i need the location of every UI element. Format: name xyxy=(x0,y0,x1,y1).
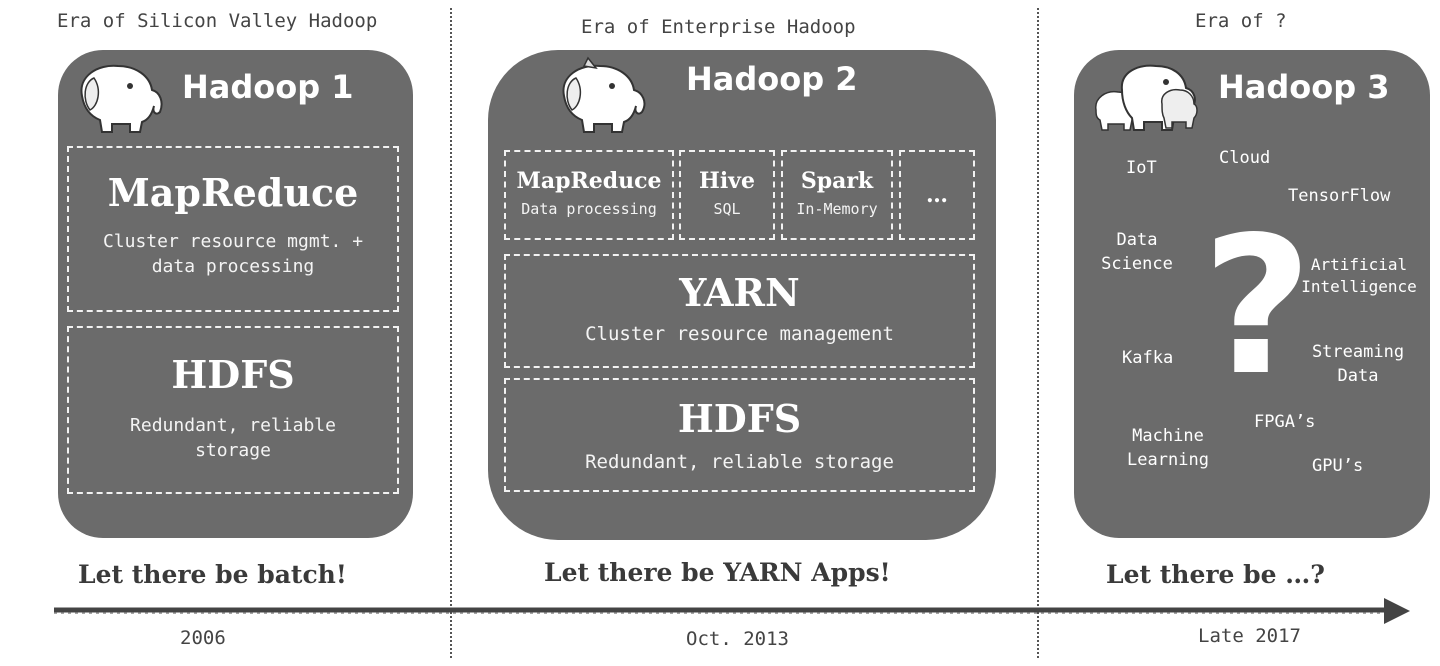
hadoop2-app-sub: SQL xyxy=(713,200,741,218)
hadoop2-app-title: Hive xyxy=(699,168,755,194)
tag-line: Data xyxy=(1116,230,1158,250)
hadoop1-hdfs-title: HDFS xyxy=(171,352,295,397)
tag-line: Science xyxy=(1101,254,1173,274)
tag-line: Learning xyxy=(1127,450,1209,470)
hadoop1-hdfs-line2: storage xyxy=(195,440,271,461)
hadoop2-app-sub: In-Memory xyxy=(796,200,878,218)
hadoop2-app-title: … xyxy=(926,182,948,208)
tag-kafka: Kafka xyxy=(1122,348,1174,368)
hadoop-elephant-icon xyxy=(80,64,163,133)
hadoop2-yarn-sub: Cluster resource management xyxy=(585,323,894,345)
tagline-3: Let there be …? xyxy=(1106,560,1325,589)
hadoop1-title: Hadoop 1 xyxy=(182,68,354,106)
tag-fpga: FPGA’s xyxy=(1254,412,1316,432)
hadoop1-mapreduce-line1: Cluster resource mgmt. + xyxy=(102,231,364,252)
tag-line: Data xyxy=(1337,366,1379,386)
hadoop1-mapreduce-line2: data processing xyxy=(151,256,315,277)
tag-gpu: GPU’s xyxy=(1312,456,1364,476)
tag-iot: IoT xyxy=(1126,158,1157,178)
hadoop2-app-title: Spark xyxy=(800,168,874,194)
hadoop3-title: Hadoop 3 xyxy=(1218,68,1390,106)
tagline-1: Let there be batch! xyxy=(78,560,347,589)
hadoop2-app-mapreduce: MapReduce Data processing xyxy=(504,150,674,240)
hadoop2-app-sub: Data processing xyxy=(521,200,657,218)
hadoop2-hdfs-box: HDFS Redundant, reliable storage xyxy=(504,378,975,492)
hadoop1-hdfs-box: HDFS Redundant, reliable storage xyxy=(67,326,399,494)
hadoop2-app-more: … xyxy=(899,150,975,240)
era-divider-1 xyxy=(450,8,452,658)
tag-data-science: Data Science xyxy=(1094,228,1180,276)
timeline-arrow xyxy=(54,598,1410,624)
tagline-2: Let there be YARN Apps! xyxy=(544,558,891,587)
hadoop1-mapreduce-box: MapReduce Cluster resource mgmt. + data … xyxy=(67,146,399,312)
era-label-3: Era of ? xyxy=(1195,10,1287,32)
tag-line: Streaming xyxy=(1311,342,1405,362)
hadoop2-hdfs-sub: Redundant, reliable storage xyxy=(585,451,894,473)
hadoop-elephant-icon xyxy=(562,56,646,133)
era-label-1: Era of Silicon Valley Hadoop xyxy=(57,10,378,32)
hadoop2-title: Hadoop 2 xyxy=(686,60,858,98)
hadoop2-hdfs-title: HDFS xyxy=(677,396,802,441)
hadoop2-app-hive: Hive SQL xyxy=(679,150,775,240)
hadoop2-card: Hadoop 2 MapReduce Data processing Hive … xyxy=(488,50,996,540)
hadoop2-app-spark: Spark In-Memory xyxy=(781,150,893,240)
hadoop-elephants-icon xyxy=(1095,64,1198,131)
hadoop1-hdfs-line1: Redundant, reliable xyxy=(130,415,336,436)
hadoop2-yarn-box: YARN Cluster resource management xyxy=(504,254,975,368)
tag-streaming-data: Streaming Data xyxy=(1296,340,1420,388)
hadoop3-card: Hadoop 3 ? IoT Cloud TensorFlow Data Sci… xyxy=(1074,50,1430,538)
tag-line: Machine xyxy=(1132,426,1204,446)
era-divider-2 xyxy=(1037,8,1039,658)
hadoop2-yarn-title: YARN xyxy=(679,270,800,315)
hadoop1-card: Hadoop 1 MapReduce Cluster resource mgmt… xyxy=(58,50,413,538)
question-mark: ? xyxy=(1202,196,1313,417)
era-label-2: Era of Enterprise Hadoop xyxy=(581,16,856,38)
tag-line: Artificial xyxy=(1310,255,1408,274)
tag-line: Intelligence xyxy=(1301,277,1417,296)
hadoop1-mapreduce-title: MapReduce xyxy=(107,170,359,215)
hadoop2-app-title: MapReduce xyxy=(516,168,662,194)
tag-machine-learning: Machine Learning xyxy=(1118,424,1218,472)
date-3: Late 2017 xyxy=(1198,625,1301,647)
tag-cloud: Cloud xyxy=(1219,148,1271,168)
tag-tensorflow: TensorFlow xyxy=(1288,186,1391,206)
date-1: 2006 xyxy=(180,627,226,649)
tag-ai: Artificial Intelligence xyxy=(1296,254,1422,298)
date-2: Oct. 2013 xyxy=(686,628,789,650)
